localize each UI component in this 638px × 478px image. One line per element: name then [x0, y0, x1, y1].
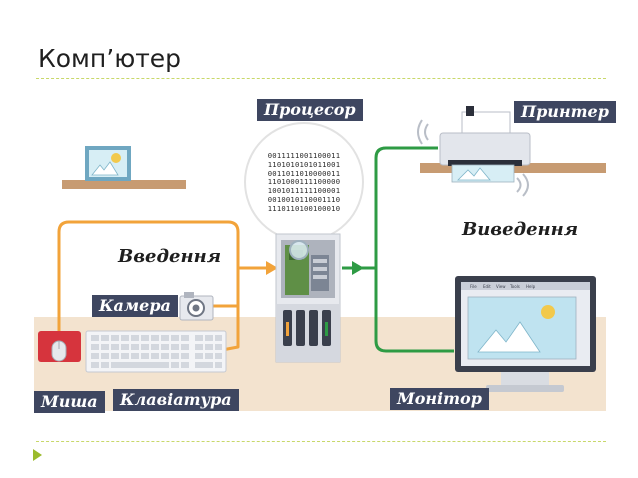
monitor-icon [455, 276, 596, 392]
binary-line: 1101000111100000 [267, 177, 341, 187]
binary-line: 1001011111100001 [267, 186, 341, 196]
input-arrow [266, 261, 278, 275]
top-divider [36, 78, 606, 79]
processor-label: Процесор [257, 99, 363, 121]
binary-line: 1101010101011001 [267, 159, 341, 169]
binary-line: 0011111001100011 [267, 151, 341, 160]
binary-line: 0011011010000011 [267, 168, 341, 178]
monitor-menu-item: View [496, 284, 506, 289]
output-arrow [352, 261, 364, 275]
input-heading: Введення [118, 246, 222, 267]
mouse-icon [38, 331, 81, 362]
monitor-menu-item: File [470, 284, 477, 289]
slide-title: Комп’ютер [38, 44, 182, 73]
framed-picture-icon [85, 146, 131, 181]
left-shelf [62, 180, 186, 189]
keyboard-label: Клавіатура [113, 389, 239, 411]
monitor-menu-item: Tools [509, 284, 520, 289]
monitor-menu: File Edit View Tools Help [470, 284, 536, 289]
binary-line: 1110110100100010 [267, 203, 341, 213]
camera-label: Камера [92, 295, 178, 317]
camera-icon [179, 292, 214, 321]
input-lines [57, 220, 266, 352]
printer-icon [417, 106, 531, 197]
output-heading: Виведення [462, 219, 579, 240]
monitor-label: Монітор [390, 388, 489, 410]
bullet-arrow-icon [33, 449, 42, 461]
keyboard-icon [85, 330, 227, 373]
binary-code: 0011111001100011 1101010101011001 001101… [262, 151, 346, 214]
printer-label: Принтер [514, 101, 616, 123]
mouse-label: Миша [34, 391, 105, 413]
system-unit-icon [275, 233, 341, 363]
monitor-menu-item: Help [526, 284, 536, 289]
monitor-menu-item: Edit [483, 284, 491, 289]
bottom-divider [36, 441, 606, 442]
binary-line: 0010010110001110 [267, 194, 341, 204]
